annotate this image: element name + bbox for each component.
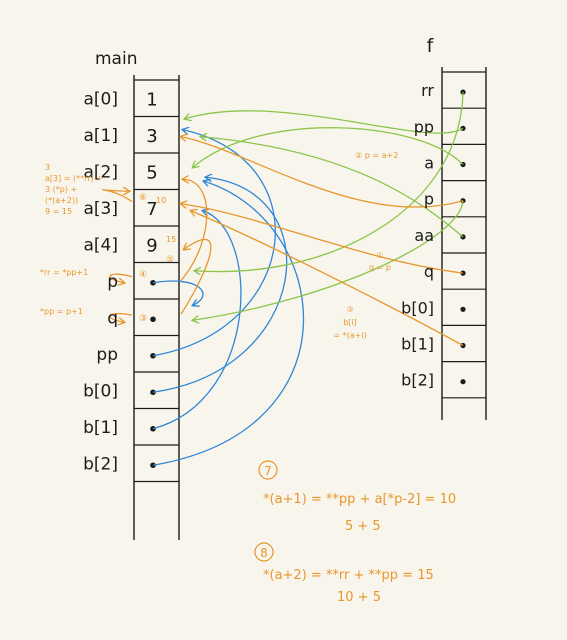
step3-note: ③: [346, 305, 353, 314]
main-cell-value: 9: [146, 235, 157, 256]
f-a-to-main-a-arrow: [193, 127, 464, 168]
f-b1-to-a3-arrow: [191, 211, 464, 347]
f-var-label: aa: [414, 226, 434, 245]
value-10-note: 10: [156, 196, 166, 205]
step1-note: q = p: [369, 263, 391, 272]
b2-to-a2-arrow: [152, 181, 305, 466]
main-var-label: b[1]: [83, 418, 118, 438]
f-q-to-a3-arrow: [181, 204, 464, 274]
main-var-label: a[1]: [84, 126, 119, 146]
circle-6-marker: ⑥: [139, 193, 147, 203]
a3-expression-note: 9 = 15: [45, 207, 72, 216]
f-p-to-a1-arrow: [181, 137, 464, 208]
main-var-label: q: [107, 308, 118, 328]
step7-values: 5 + 5: [345, 519, 381, 534]
main-var-label: pp: [96, 345, 118, 365]
main-var-label: b[2]: [83, 454, 118, 474]
step7-equation: *(a+1) = **pp + a[*p-2] = 10: [263, 492, 456, 507]
step8-values: 10 + 5: [337, 590, 381, 605]
main-var-label: b[0]: [83, 381, 118, 401]
pp-to-a1-arrow: [152, 130, 276, 357]
main-cell-value: 7: [146, 199, 157, 220]
main-var-label: a[2]: [84, 162, 119, 182]
f-pp-to-main-pp-arrow: [185, 110, 464, 134]
step8-circle: [254, 542, 274, 562]
main-pointer-dot: [150, 316, 156, 323]
pp-assignment-note: *pp = p+1: [40, 307, 83, 316]
main-cell-value: 3: [146, 126, 157, 147]
step7-circle: [258, 460, 278, 480]
b0-to-a2-arrow: [152, 177, 288, 393]
step3-note: b[i]: [343, 318, 357, 327]
step8-number: 8: [260, 546, 268, 560]
step2-note: ② p = a+2: [355, 151, 398, 160]
f-var-label: b[1]: [401, 335, 434, 354]
b1-to-a3-arrow: [152, 211, 242, 430]
circle-5-marker: ⑤: [166, 255, 174, 265]
f-pointer-dot: [460, 125, 466, 131]
a3-expression-note: 3: [45, 163, 50, 172]
rr-assign-arrow: [109, 273, 133, 283]
a3-expression-note: a[3] = (**rr) +: [45, 174, 103, 183]
step3-note: = *(a+i): [333, 331, 366, 340]
p-to-a2-arrow: [180, 179, 208, 282]
value-15-note: 15: [166, 235, 176, 244]
q-to-a4-arrow: [180, 238, 212, 315]
rr-assignment-note: *rr = *pp+1: [40, 268, 88, 277]
main-cell-value: 1: [146, 89, 157, 110]
f-var-label: rr: [421, 81, 434, 100]
main-var-label: a[4]: [84, 235, 119, 255]
main-cell-value: 5: [146, 162, 157, 183]
f-p-to-main-q-arrow: [193, 200, 464, 321]
circle-4-marker: ④: [139, 270, 147, 280]
a3-expression-note: 3 (*p) +: [45, 185, 77, 194]
pp-assign-arrow: [109, 312, 133, 323]
p-to-q-arrow: [152, 280, 204, 305]
f-var-label: b[2]: [401, 371, 434, 390]
step7-number: 7: [264, 464, 272, 478]
a3-expression-note: (*(a+2)): [45, 196, 78, 205]
f-pointer-dot: [460, 198, 466, 204]
main-frame-title: main: [95, 49, 137, 69]
main-var-label: a[0]: [84, 89, 119, 109]
f-var-label: pp: [414, 117, 434, 136]
f-var-label: b[0]: [401, 298, 434, 317]
f-frame-title: f: [427, 35, 435, 57]
f-var-label: a: [424, 154, 434, 173]
f-var-label: p: [424, 190, 434, 209]
main-var-label: a[3]: [84, 199, 119, 219]
f-aa-to-main-a-arrow: [201, 137, 464, 238]
main-var-label: p: [107, 272, 118, 292]
circle-3-marker: ③: [139, 314, 147, 324]
step8-equation: *(a+2) = **rr + **pp = 15: [263, 568, 434, 583]
f-rr-to-main-rr-arrow: [195, 92, 464, 271]
step1-note: ①: [376, 251, 383, 260]
f-pointer-dot: [460, 306, 466, 312]
f-pointer-dot: [460, 379, 466, 385]
f-var-label: q: [424, 262, 434, 281]
a3-source-arrow: [102, 190, 133, 203]
